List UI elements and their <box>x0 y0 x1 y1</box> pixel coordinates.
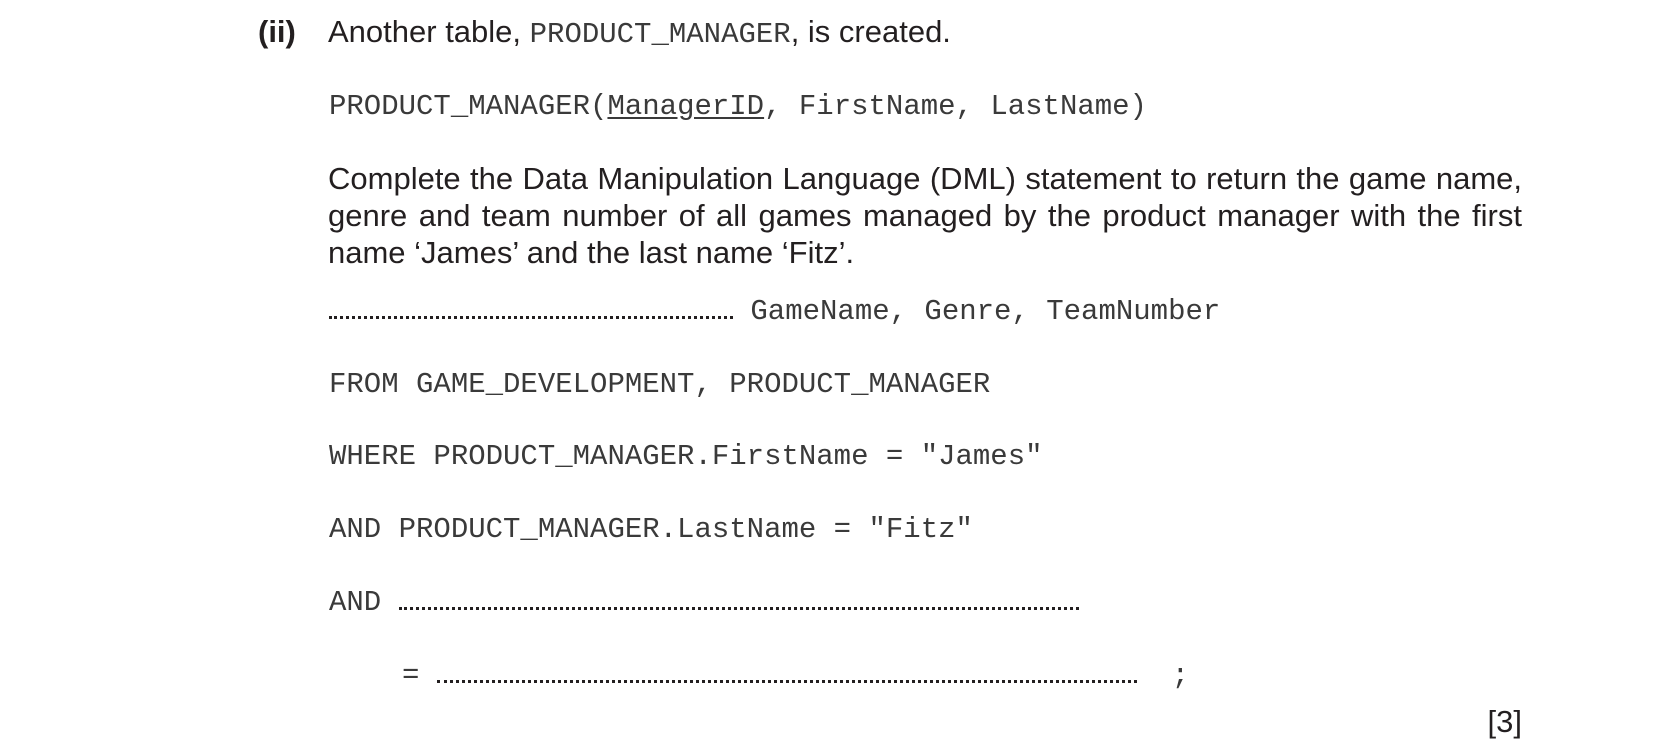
question-instructions: Complete the Data Manipulation Language … <box>328 161 1522 270</box>
intro-end: , is created. <box>790 14 951 49</box>
sql-and-line: AND PRODUCT_MANAGER.LastName = "Fitz" <box>329 513 973 546</box>
schema-primary-key: ManagerID <box>607 90 765 123</box>
sql-equals-line: = ; <box>402 659 1189 692</box>
intro-text: Another table, <box>328 14 530 49</box>
question-number: (ii) <box>258 14 296 49</box>
question-intro: Another table, PRODUCT_MANAGER, is creat… <box>328 14 951 51</box>
sql-from-line: FROM GAME_DEVELOPMENT, PRODUCT_MANAGER <box>329 368 991 401</box>
and-keyword: AND <box>329 586 382 619</box>
select-answer-blank[interactable] <box>329 315 733 319</box>
equals-sign: = <box>402 659 420 692</box>
marks-indicator: [3] <box>1487 704 1522 739</box>
sql-select-line: GameName, Genre, TeamNumber <box>329 295 1220 328</box>
schema-table: PRODUCT_MANAGER( <box>329 90 608 123</box>
sql-and-blank-line: AND <box>329 586 1079 619</box>
intro-table-name: PRODUCT_MANAGER <box>529 18 791 51</box>
select-fields: GameName, Genre, TeamNumber <box>750 295 1221 328</box>
sql-where-line: WHERE PRODUCT_MANAGER.FirstName = "James… <box>329 440 1043 473</box>
schema-rest: , FirstName, LastName) <box>764 90 1147 123</box>
table-schema: PRODUCT_MANAGER(ManagerID, FirstName, La… <box>329 90 1147 123</box>
and-answer-blank[interactable] <box>398 606 1079 610</box>
statement-terminator: ; <box>1171 659 1190 692</box>
equals-answer-blank[interactable] <box>436 679 1137 683</box>
